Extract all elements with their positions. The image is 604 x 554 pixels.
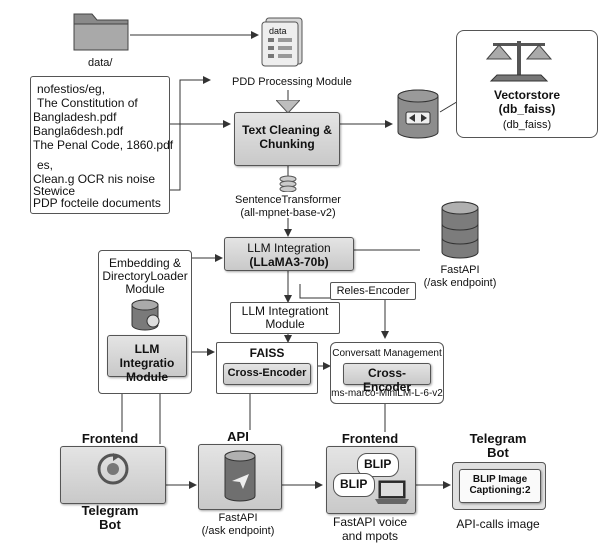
bottom-api-line1: FastAPI	[218, 512, 258, 524]
bubble2-text: BLIP	[340, 477, 368, 491]
api-panel	[198, 444, 282, 510]
vectorstore-box: Vectorstore (db_faiss) (db_faiss)	[456, 30, 598, 138]
embedding-module-box: Embedding & DirectoryLoader Module LLM I…	[98, 250, 192, 394]
text-cleaning-line2: Chunking	[259, 137, 315, 151]
faiss-label: FAISS	[249, 346, 285, 360]
chat-bubble-1: BLIP	[357, 453, 399, 477]
fastapi-right-line2: (/ask endpoint)	[423, 277, 497, 289]
database-gear-icon	[129, 299, 163, 331]
fastapi-right-line1: FastAPI	[440, 264, 480, 276]
llm-integration2-box: LLM Integrationt Module	[230, 302, 340, 334]
bottom-frontend2-cap1: FastAPI voice	[332, 515, 408, 529]
document-stack-icon	[258, 14, 306, 68]
blip-caption-panel: BLIP Image Captioning:2	[452, 462, 546, 510]
bottom-bot-line2: Bot	[99, 517, 121, 532]
faiss-cross-encoder-text: Cross-Encoder	[227, 367, 307, 379]
llm-inner-line2: Module	[126, 370, 168, 384]
pdd-module-label: PDD Processing Module	[232, 76, 352, 88]
data-folder-label: data/	[88, 57, 113, 69]
server-icon	[440, 200, 480, 260]
llm-integration2-line2: Module	[265, 317, 305, 331]
bottom-telegram-line1: Telegram	[469, 431, 527, 446]
conversation-management-box: Conversatt Management Cross-Encoder ms-m…	[330, 342, 444, 404]
data-doc-label: data	[269, 26, 287, 36]
files-line-3: Bangladesh.pdf	[33, 110, 117, 124]
text-cleaning-box: Text Cleaning & Chunking	[234, 112, 340, 166]
faiss-cross-encoder: Cross-Encoder	[223, 363, 311, 385]
conversation-model: ms-marco-MiniLM-L-6-v2	[331, 388, 443, 399]
chat-bubble-2: BLIP	[333, 473, 375, 497]
sentence-transformer-line2: (all-mpnet-base-v2)	[240, 207, 336, 219]
bottom-frontend2-label: Frontend	[341, 431, 399, 446]
bubble1-text: BLIP	[364, 457, 392, 471]
llm-integration2-line1: LLM Integrationt	[241, 304, 329, 318]
folder-icon	[72, 8, 132, 52]
files-line-2: The Constitution of	[37, 96, 138, 110]
bottom-telegram-caption: API-calls image	[456, 517, 540, 531]
faiss-box: FAISS Cross-Encoder	[216, 342, 318, 394]
funnel-triangle-icon	[274, 99, 302, 114]
database-icon	[394, 88, 442, 140]
bottom-telegram-line2: Bot	[487, 445, 509, 460]
telegram-bot-panel	[60, 446, 166, 504]
conversation-cross-encoder-text: Cross-Encoder	[362, 366, 411, 394]
notes-line-2: Clean.g OCR nis noise	[33, 172, 156, 186]
vectorstore-title: Vectorstore	[493, 88, 561, 102]
bottom-api-line2: (/ask endpoint)	[201, 525, 275, 537]
sentence-transformer-line1: SentenceTransformer	[235, 194, 341, 206]
notes-line-4: PDP focteile documents	[33, 196, 161, 210]
coins-icon	[276, 174, 300, 193]
blip-frontend-panel: BLIP BLIP	[326, 446, 416, 514]
text-cleaning-line1: Text Cleaning &	[242, 123, 332, 137]
refresh-circle-icon	[95, 451, 131, 487]
conversation-title: Conversatt Management	[332, 348, 442, 359]
files-line-1: nofestios/eg,	[37, 82, 106, 96]
vectorstore-sub2: (db_faiss)	[502, 119, 552, 131]
laptop-icon	[375, 479, 409, 505]
llm-integration-line2: (LLaMA3-70b)	[249, 255, 329, 269]
notes-line-3: Stewice	[33, 184, 76, 198]
llm-inner-box: LLM Integratio Module	[107, 335, 187, 384]
server-send-icon	[223, 449, 257, 503]
llm-integration-box: LLM Integration (LLaMA3-70b)	[224, 237, 354, 271]
notes-line-1: es,	[37, 158, 54, 172]
conversation-cross-encoder: Cross-Encoder	[343, 363, 431, 394]
vectorstore-subtitle: (db_faiss)	[498, 102, 556, 116]
files-line-4: Bangla6desh.pdf	[33, 124, 124, 138]
blip-caption-line2: Captioning:2	[469, 485, 531, 496]
blip-caption-inner: BLIP Image Captioning:2	[459, 469, 541, 503]
bottom-frontend2-cap2: and mpots	[341, 529, 399, 543]
scales-icon	[483, 35, 555, 83]
bottom-frontend-label: Frontend	[81, 431, 139, 446]
reles-encoder-label: Reles-Encoder	[330, 282, 416, 300]
embedding-line3: Module	[125, 282, 165, 296]
reles-encoder-text: Reles-Encoder	[336, 285, 410, 297]
bottom-api-label: API	[227, 429, 249, 444]
embedding-line2: DirectoryLoader	[102, 269, 188, 283]
blip-caption-line1: BLIP Image	[472, 474, 528, 485]
source-files-box: nofestios/eg, The Constitution of Bangla…	[30, 76, 174, 214]
bottom-bot-line1: Telegram	[81, 503, 139, 518]
llm-integration-line1: LLM Integration	[247, 241, 331, 255]
embedding-line1: Embedding &	[108, 256, 182, 270]
files-line-5: The Penal Code, 1860.pdf	[33, 138, 174, 152]
llm-inner-line1: LLM Integratio	[119, 342, 175, 370]
